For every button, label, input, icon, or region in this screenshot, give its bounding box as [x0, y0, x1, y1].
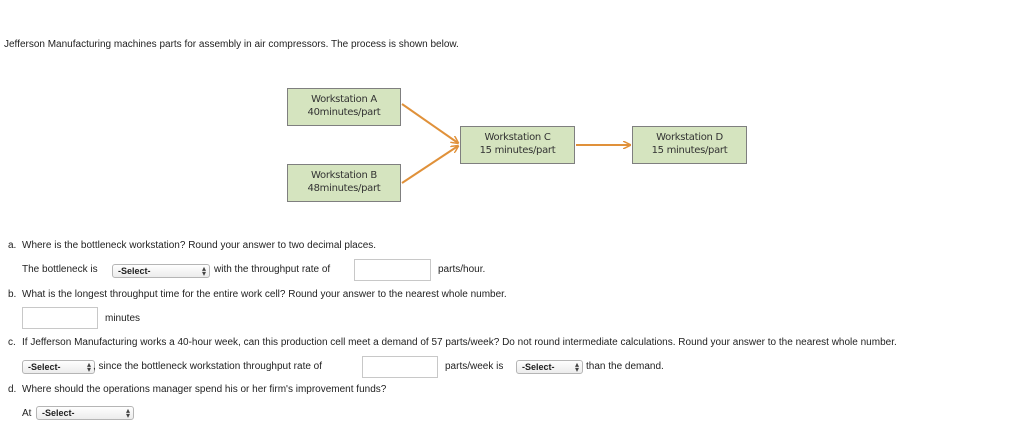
answer-d-prefix: At	[22, 408, 32, 419]
workstation-b-box: Workstation B 48minutes/part	[287, 164, 401, 202]
bottleneck-select-value: -Select-	[118, 266, 151, 276]
workstation-b-name: Workstation B	[311, 170, 377, 181]
question-c-text: If Jefferson Manufacturing works a 40-ho…	[22, 337, 897, 348]
select-arrows-icon: ▴▾	[86, 360, 91, 374]
select-arrows-icon: ▴▾	[201, 264, 206, 278]
comparison-select-value: -Select-	[522, 362, 555, 372]
answer-c-mid2: parts/week is	[445, 361, 504, 372]
workstation-b-time: 48minutes/part	[307, 183, 381, 194]
question-b: b. What is the longest throughput time fo…	[8, 289, 507, 300]
answer-c-middle: , since the bottleneck workstation throu…	[93, 361, 323, 372]
bottleneck-select[interactable]: -Select- ▴▾	[112, 264, 210, 278]
question-a-text: Where is the bottleneck workstation? Rou…	[22, 240, 377, 251]
question-d-letter: d.	[8, 384, 17, 395]
workstation-d-name: Workstation D	[656, 132, 723, 143]
workstation-d-time: 15 minutes/part	[651, 145, 728, 156]
meet-demand-select-value: -Select-	[28, 362, 61, 372]
improvement-funds-select[interactable]: -Select- ▴▾	[36, 406, 134, 420]
workstation-a-box: Workstation A 40minutes/part	[287, 88, 401, 126]
question-d-text: Where should the operations manager spen…	[22, 384, 387, 395]
select-arrows-icon: ▴▾	[125, 406, 130, 420]
workstation-c-box: Workstation C 15 minutes/part	[460, 126, 575, 164]
workstation-d-box: Workstation D 15 minutes/part	[632, 126, 747, 164]
answer-a-suffix: parts/hour.	[438, 264, 486, 275]
arrow-b-to-c	[401, 146, 458, 184]
answer-b-suffix: minutes	[105, 313, 141, 324]
weekly-throughput-input[interactable]	[362, 356, 438, 378]
select-arrows-icon: ▴▾	[574, 360, 579, 374]
throughput-time-input[interactable]	[22, 307, 98, 329]
answer-a-middle: with the throughput rate of	[214, 264, 331, 275]
answer-c-suffix: than the demand.	[586, 361, 664, 372]
question-d: d. Where should the operations manager sp…	[8, 384, 386, 395]
question-b-letter: b.	[8, 289, 17, 300]
question-c: c. If Jefferson Manufacturing works a 40-…	[8, 337, 897, 348]
problem-intro: Jefferson Manufacturing machines parts f…	[4, 39, 459, 50]
question-b-text: What is the longest throughput time for …	[22, 289, 507, 300]
question-a-letter: a.	[8, 240, 17, 251]
workstation-c-name: Workstation C	[484, 132, 551, 143]
improvement-funds-select-value: -Select-	[42, 408, 75, 418]
workstation-a-time: 40minutes/part	[307, 107, 381, 118]
workstation-a-name: Workstation A	[311, 94, 377, 105]
question-a: a. Where is the bottleneck workstation? R…	[8, 240, 376, 251]
comparison-select[interactable]: -Select- ▴▾	[516, 360, 583, 374]
arrow-a-to-c	[401, 103, 458, 143]
answer-a-prefix: The bottleneck is	[22, 264, 98, 275]
meet-demand-select[interactable]: -Select- ▴▾	[22, 360, 95, 374]
workstation-c-time: 15 minutes/part	[479, 145, 556, 156]
throughput-rate-input[interactable]	[354, 259, 431, 281]
question-c-letter: c.	[8, 337, 16, 348]
